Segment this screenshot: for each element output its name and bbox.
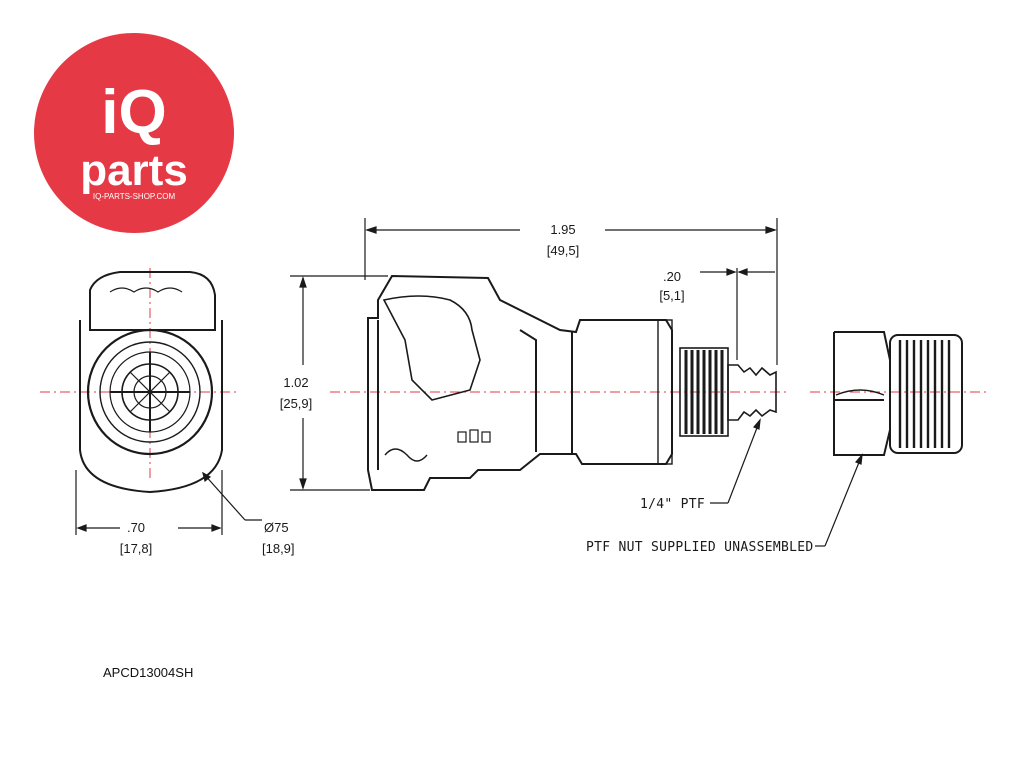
coupling-side-view bbox=[367, 274, 777, 491]
nut-leader bbox=[824, 454, 863, 547]
width-dimension bbox=[75, 470, 223, 535]
end-view bbox=[79, 271, 223, 494]
thread-length-mm: [5,1] bbox=[659, 288, 684, 303]
diameter-leader bbox=[202, 472, 246, 521]
height-dimension bbox=[290, 275, 388, 491]
logo-circle bbox=[34, 33, 234, 233]
ptf-nut bbox=[833, 331, 963, 456]
thread-callout: 1/4" PTF bbox=[640, 497, 705, 512]
centerline bbox=[40, 268, 990, 480]
nut-callout: PTF NUT SUPPLIED UNASSEMBLED bbox=[586, 540, 814, 555]
height-mm: [25,9] bbox=[280, 396, 313, 411]
thread-length-in: .20 bbox=[663, 269, 681, 284]
part-number: APCD13004SH bbox=[103, 665, 194, 680]
logo-brand-bottom: parts bbox=[80, 146, 188, 195]
thread-length-dimension bbox=[700, 268, 775, 360]
logo-brand-top: iQ bbox=[101, 78, 166, 147]
height-in: 1.02 bbox=[283, 375, 308, 390]
thread-leader bbox=[727, 419, 761, 504]
diameter-mm: [18,9] bbox=[262, 541, 295, 556]
width-mm: [17,8] bbox=[120, 541, 153, 556]
logo-url: IQ-PARTS-SHOP.COM bbox=[93, 192, 176, 201]
overall-length-dimension bbox=[364, 218, 778, 365]
brand-logo: iQ parts IQ-PARTS-SHOP.COM bbox=[34, 33, 234, 233]
overall-length-mm: [49,5] bbox=[547, 243, 580, 258]
width-in: .70 bbox=[127, 520, 145, 535]
diameter-in: Ø75 bbox=[264, 520, 289, 535]
overall-length-in: 1.95 bbox=[550, 222, 575, 237]
